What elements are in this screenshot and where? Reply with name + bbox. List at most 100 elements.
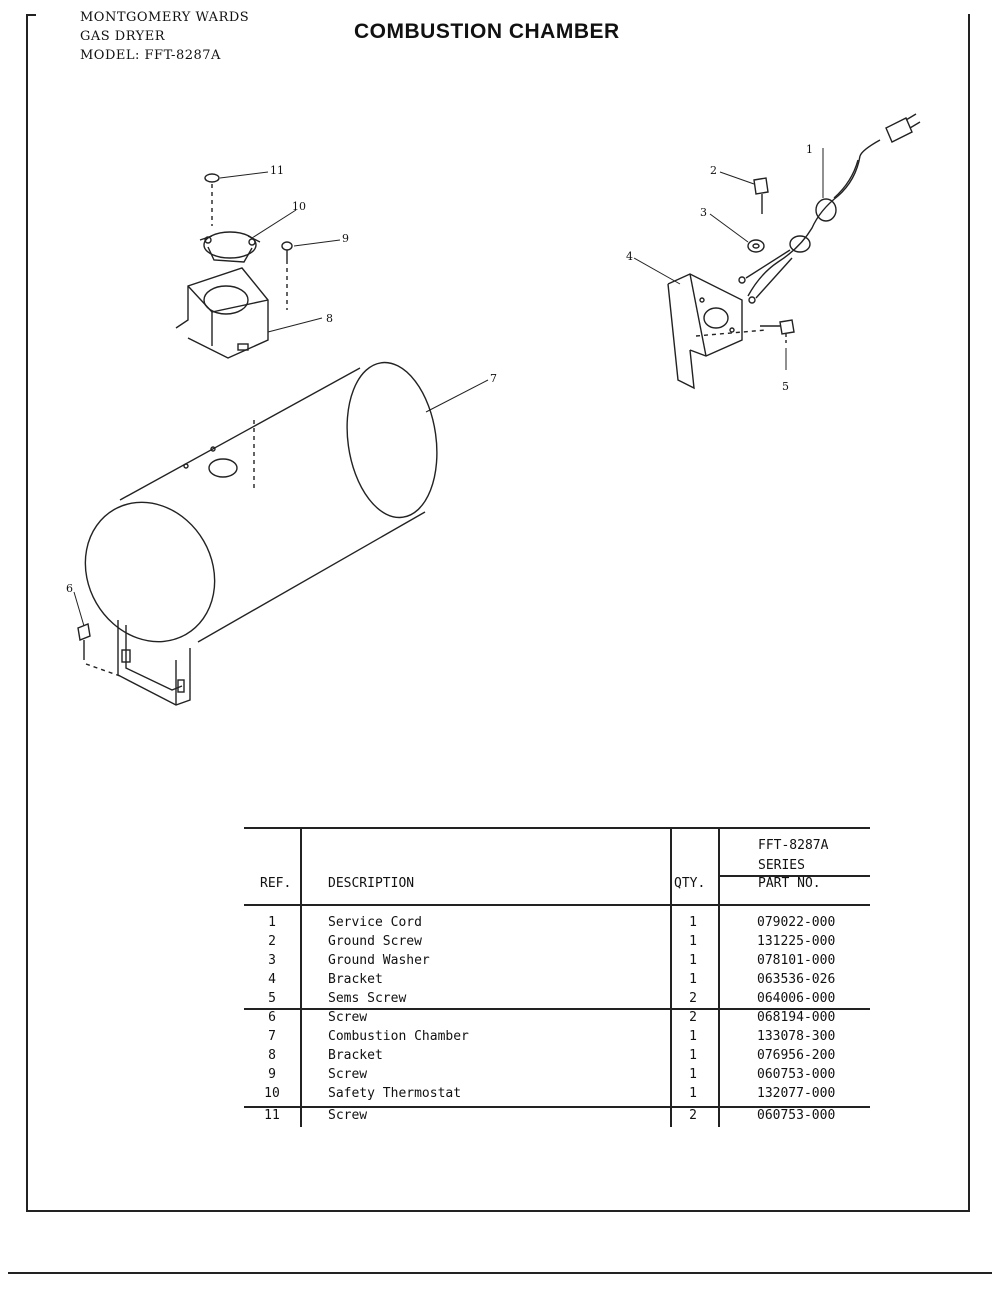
- description-cell: Ground Washer: [328, 953, 430, 968]
- table-divider: [718, 827, 720, 1127]
- table-row: 5 Sems Screw 2 064006-000: [244, 991, 870, 1010]
- description-cell: Screw: [328, 1067, 368, 1082]
- page-title: COMBUSTION CHAMBER: [354, 20, 620, 43]
- screw-9-drawing: [281, 241, 293, 310]
- qty-cell: 1: [689, 1029, 697, 1044]
- table-divider: [300, 827, 302, 1127]
- callout-9: 9: [342, 232, 349, 245]
- table-row: 9 Screw 1 060753-000: [244, 1067, 870, 1086]
- table-row: 11 Screw 2 060753-000: [244, 1108, 870, 1127]
- ref-cell: 5: [268, 991, 276, 1006]
- qty-cell: 1: [689, 972, 697, 987]
- callout-3: 3: [700, 206, 707, 219]
- product-text: GAS DRYER: [80, 29, 165, 44]
- description-cell: Sems Screw: [328, 991, 407, 1006]
- page-bottom-rule: [8, 1272, 992, 1274]
- description-cell: Safety Thermostat: [328, 1086, 462, 1101]
- part-cell: 132077-000: [757, 1086, 836, 1101]
- bracket-slot: [177, 679, 185, 693]
- ground-screw-drawing: [753, 177, 769, 214]
- thermostat-bracket-drawing: [175, 267, 269, 359]
- callout-10: 10: [292, 200, 306, 213]
- ref-cell: 2: [268, 934, 276, 949]
- part-cell: 063536-026: [757, 972, 836, 987]
- service-cord-drawing: [738, 113, 921, 304]
- part-cell: 131225-000: [757, 934, 836, 949]
- qty-cell: 1: [689, 953, 697, 968]
- ref-header: REF.: [260, 876, 292, 891]
- callout-7: 7: [490, 372, 497, 385]
- strain-relief: [815, 198, 837, 222]
- combustion-chamber-drawing: [84, 361, 438, 706]
- callout-5: 5: [782, 380, 789, 393]
- callout-6: 6: [66, 582, 73, 595]
- part-cell: 079022-000: [757, 915, 836, 930]
- cord-bracket-drawing: [667, 273, 743, 390]
- qty-cell: 2: [689, 991, 697, 1006]
- description-cell: Screw: [328, 1010, 368, 1025]
- table-row: 7 Combustion Chamber 1 133078-300: [244, 1029, 870, 1048]
- bracket-slot: [121, 649, 131, 663]
- table-row: 2 Ground Screw 1 131225-000: [244, 934, 870, 953]
- chamber-rear-end: [346, 361, 438, 519]
- table-row: 1 Service Cord 1 079022-000: [244, 915, 870, 934]
- callout-2: 2: [710, 164, 717, 177]
- table-row: 8 Bracket 1 076956-200: [244, 1048, 870, 1067]
- description-cell: Service Cord: [328, 915, 422, 930]
- qty-cell: 1: [689, 1067, 697, 1082]
- leader-lines: [73, 148, 824, 627]
- table-series-rule: [718, 875, 870, 877]
- qty-cell: 1: [689, 1048, 697, 1063]
- brand-text: MONTGOMERY WARDS: [80, 10, 250, 25]
- description-cell: Combustion Chamber: [328, 1029, 469, 1044]
- description-cell: Bracket: [328, 972, 383, 987]
- table-group-rule: [244, 1008, 870, 1010]
- table-header-rule: [244, 904, 870, 906]
- part-cell: 133078-300: [757, 1029, 836, 1044]
- table-divider: [670, 827, 672, 1127]
- qty-cell: 1: [689, 1086, 697, 1101]
- qty-cell: 1: [689, 934, 697, 949]
- exploded-parts-diagram: 1 2 3 4 5 6 7 8 9 10 11: [66, 113, 921, 706]
- bracket-opening: [203, 285, 249, 315]
- callout-11: 11: [270, 164, 284, 177]
- callout-8: 8: [326, 312, 333, 325]
- chamber-front-end: [84, 501, 216, 643]
- ground-washer-drawing: [747, 239, 765, 253]
- ref-cell: 8: [268, 1048, 276, 1063]
- series-header-line1: FFT-8287A: [758, 838, 829, 853]
- description-cell: Bracket: [328, 1048, 383, 1063]
- ref-cell: 10: [264, 1086, 280, 1101]
- cord-hole: [703, 307, 729, 329]
- qty-cell: 2: [689, 1010, 697, 1025]
- chamber-hole: [183, 463, 189, 469]
- table-row: 6 Screw 2 068194-000: [244, 1010, 870, 1029]
- chamber-hole: [210, 446, 216, 452]
- model-info: MONTGOMERY WARDS GAS DRYER MODEL: FFT-82…: [80, 8, 249, 65]
- series-header-line2: SERIES: [758, 858, 805, 873]
- description-cell: Screw: [328, 1108, 368, 1123]
- part-cell: 078101-000: [757, 953, 836, 968]
- page-frame: [26, 14, 970, 1212]
- callout-labels: 1 2 3 4 5 6 7 8 9 10 11: [66, 143, 813, 595]
- safety-thermostat-drawing: [199, 231, 261, 263]
- bracket-slot: [237, 343, 249, 351]
- part-cell: 076956-200: [757, 1048, 836, 1063]
- ref-cell: 3: [268, 953, 276, 968]
- chamber-port: [208, 458, 238, 478]
- part-cell: 064006-000: [757, 991, 836, 1006]
- part-cell: 060753-000: [757, 1067, 836, 1082]
- ref-cell: 9: [268, 1067, 276, 1082]
- table-row: 3 Ground Washer 1 078101-000: [244, 953, 870, 972]
- ref-cell: 11: [264, 1108, 280, 1123]
- ref-cell: 1: [268, 915, 276, 930]
- ref-cell: 6: [268, 1010, 276, 1025]
- mount-hole: [204, 236, 212, 244]
- description-header: DESCRIPTION: [328, 876, 415, 891]
- part-cell: 068194-000: [757, 1010, 836, 1025]
- table-row: 4 Bracket 1 063536-026: [244, 972, 870, 991]
- mount-hole: [248, 238, 256, 246]
- table-group-rule: [244, 1106, 870, 1108]
- table-row: 10 Safety Thermostat 1 132077-000: [244, 1086, 870, 1105]
- model-text: MODEL: FFT-8287A: [80, 48, 221, 63]
